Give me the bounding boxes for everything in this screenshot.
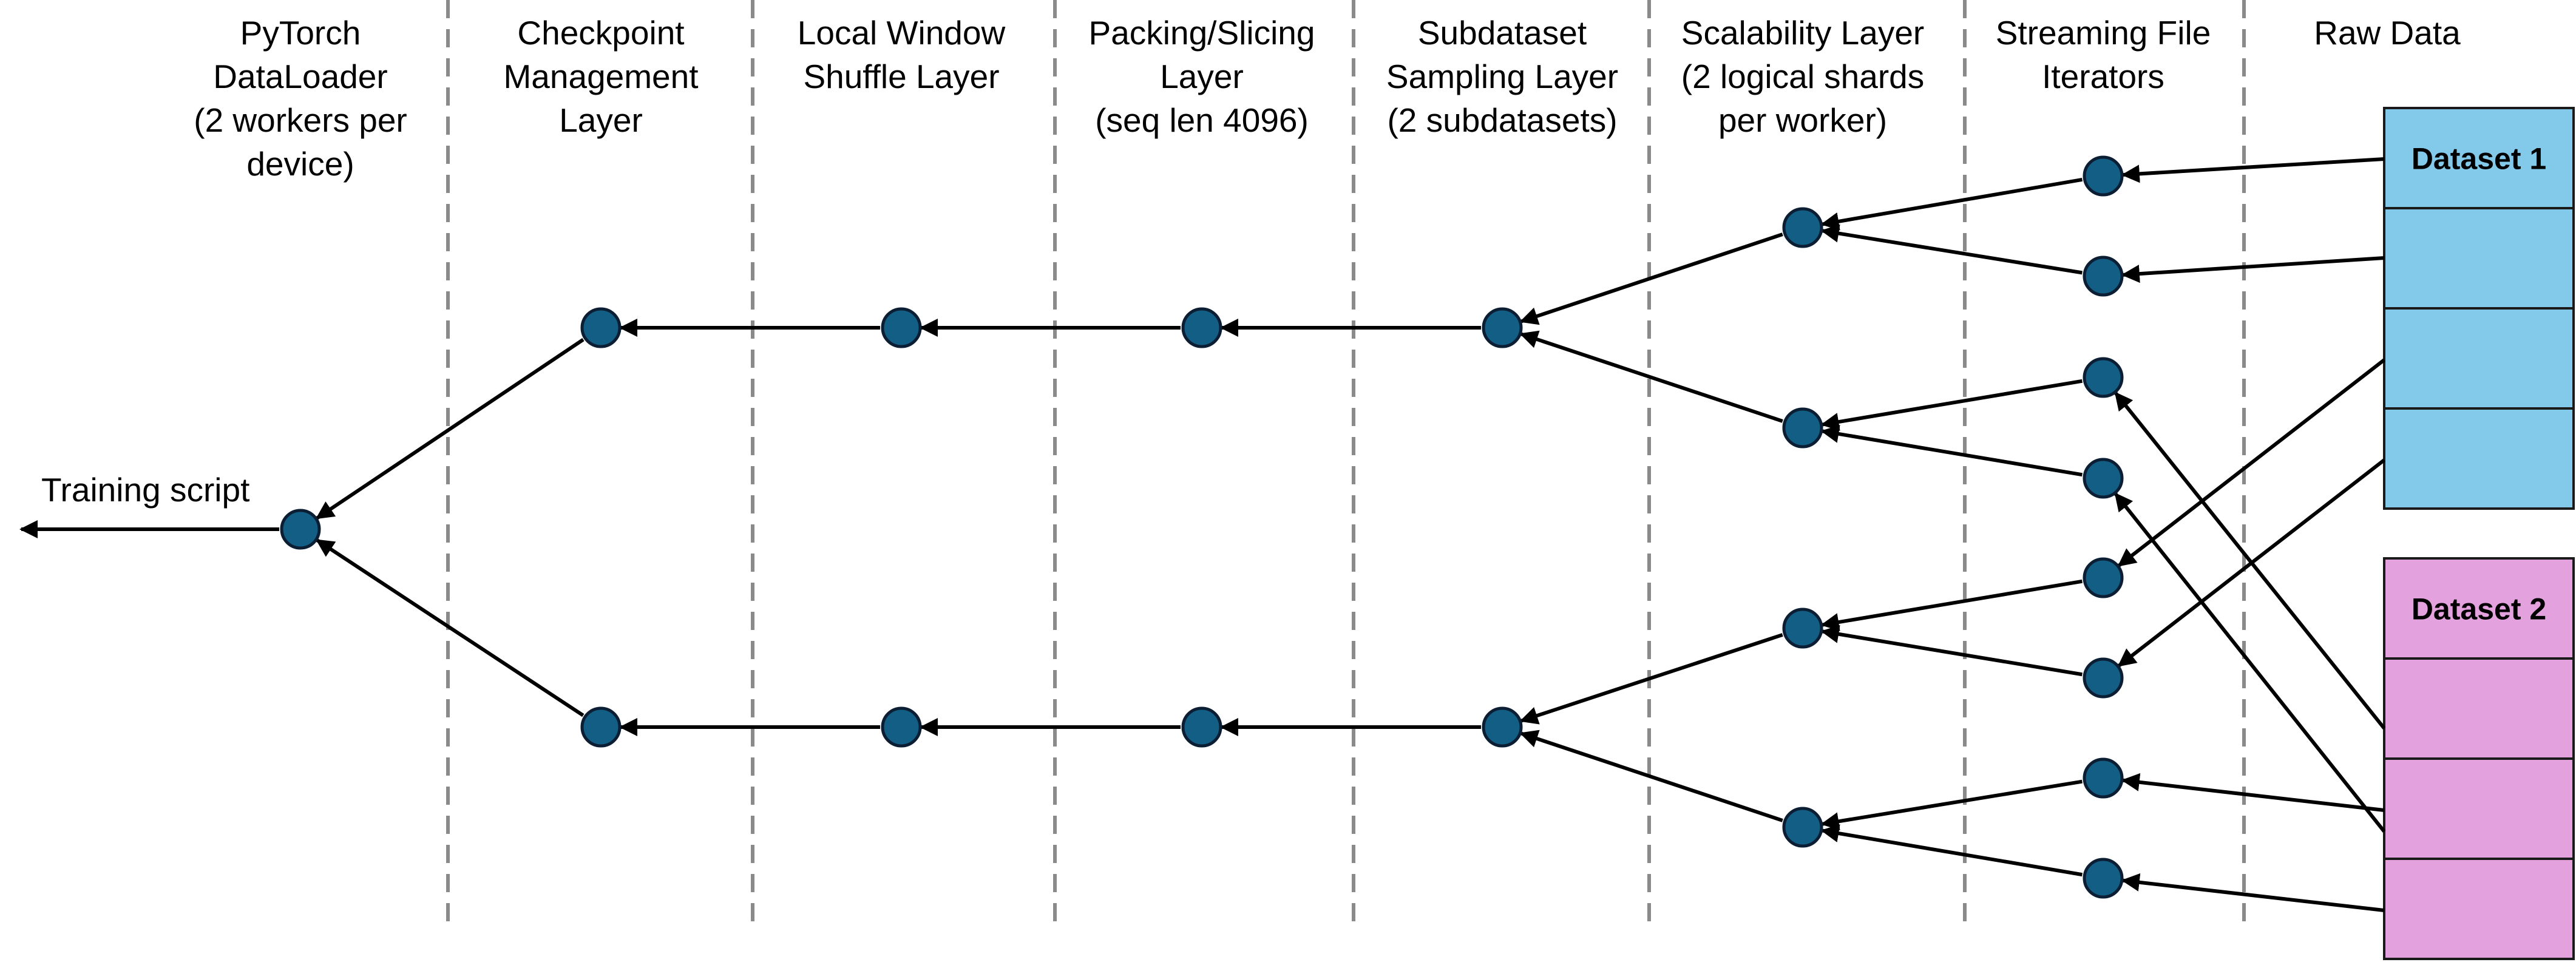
dataset-1-shard-1 — [2383, 107, 2575, 209]
node-st8 — [2083, 858, 2124, 899]
dataset-1-stack: Dataset 1 — [2383, 107, 2575, 510]
flow-arrow-28 — [316, 538, 585, 717]
node-dl — [280, 509, 321, 550]
node-sh1 — [881, 307, 922, 348]
node-st7 — [2083, 757, 2124, 799]
node-sh2 — [881, 706, 922, 748]
dataset-2-shard-4 — [2383, 858, 2575, 960]
node-st2 — [2083, 256, 2124, 297]
flow-arrow-3 — [2114, 391, 2386, 730]
flow-arrow-15 — [1820, 779, 2083, 831]
node-st3 — [2083, 357, 2124, 398]
flow-arrow-17 — [1519, 232, 1783, 325]
flow-arrow-14 — [1820, 625, 2083, 677]
dataset-1-shard-4 — [2383, 407, 2575, 510]
flow-arrow-18 — [1519, 330, 1783, 423]
node-st1 — [2083, 155, 2124, 197]
dataset-2-label: Dataset 2 — [2412, 592, 2546, 626]
dataset-2-stack: Dataset 2 — [2383, 557, 2575, 960]
node-ck1 — [580, 307, 622, 348]
dataset-2-shard-3 — [2383, 757, 2575, 860]
node-st6 — [2083, 657, 2124, 699]
flow-arrow-9 — [1820, 177, 2083, 231]
flow-arrow-13 — [1820, 579, 2083, 631]
flow-arrow-5 — [2117, 358, 2385, 567]
node-st5 — [2083, 557, 2124, 598]
flow-arrow-1 — [2121, 157, 2385, 183]
flow-arrow-19 — [1519, 633, 1783, 725]
flow-arrow-8 — [2121, 873, 2385, 912]
node-ck2 — [580, 706, 622, 748]
dataset-1-shard-2 — [2383, 207, 2575, 310]
flow-arrow-6 — [2117, 458, 2385, 668]
node-pk2 — [1181, 706, 1222, 748]
flow-arrow-27 — [315, 338, 585, 520]
node-sc3 — [1782, 608, 1823, 649]
flow-arrow-4 — [2114, 492, 2386, 833]
node-sc2 — [1782, 407, 1823, 449]
flow-arrow-7 — [2121, 773, 2385, 812]
node-sc1 — [1782, 207, 1823, 248]
node-sd1 — [1482, 307, 1523, 348]
node-sd2 — [1482, 706, 1523, 748]
column-header-raw: Raw Data — [2314, 14, 2461, 52]
flow-arrow-20 — [1519, 730, 1783, 822]
node-pk1 — [1181, 307, 1222, 348]
flow-arrow-11 — [1820, 379, 2083, 431]
node-sc4 — [1782, 807, 1823, 848]
dataset-2-shard-1 — [2383, 557, 2575, 660]
flow-arrow-16 — [1820, 824, 2083, 877]
dataset-1-label: Dataset 1 — [2412, 142, 2546, 176]
flow-arrow-12 — [1820, 425, 2083, 477]
node-st4 — [2083, 458, 2124, 499]
flow-arrow-10 — [1820, 224, 2083, 275]
dataset-2-shard-2 — [2383, 657, 2575, 760]
dataset-1-shard-3 — [2383, 307, 2575, 410]
flow-arrow-2 — [2121, 256, 2385, 283]
training-script-label: Training script — [41, 471, 249, 509]
